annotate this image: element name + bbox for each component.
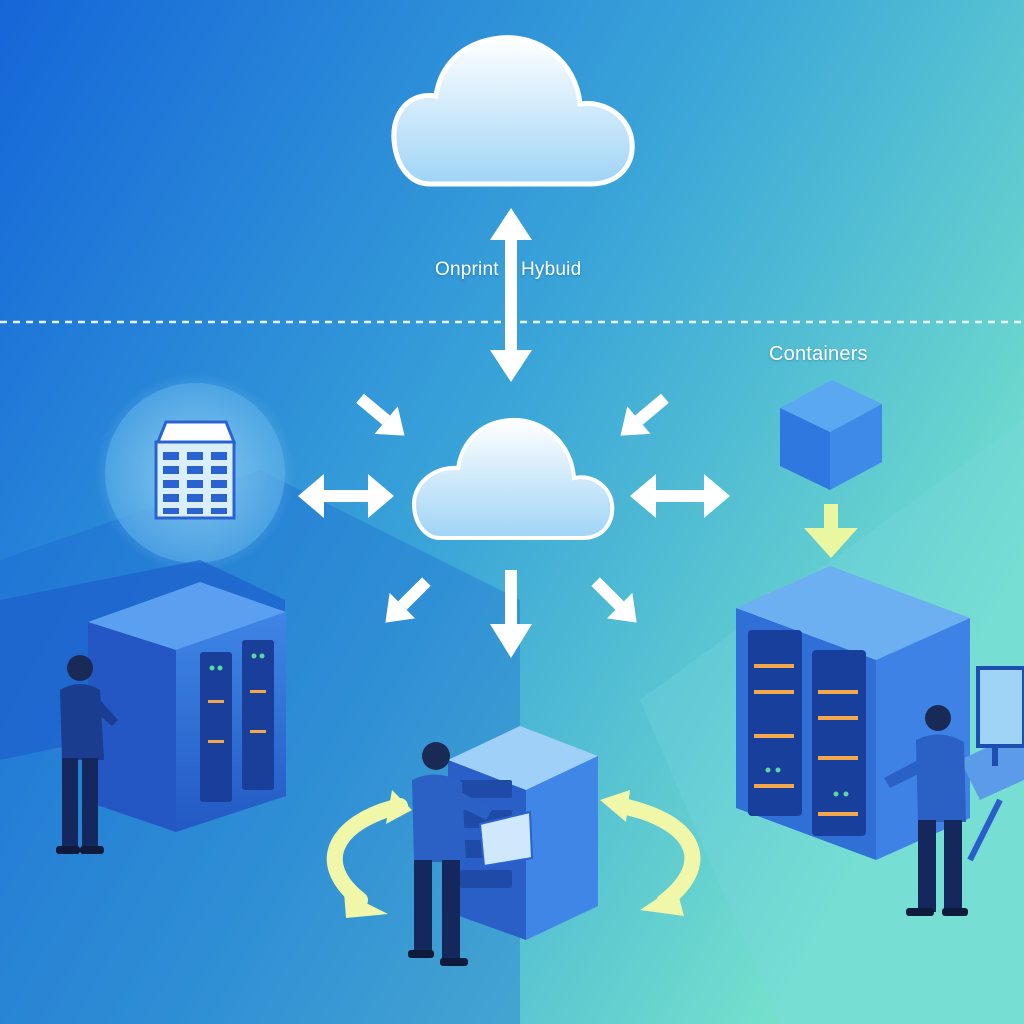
arrow-right-double-icon bbox=[630, 474, 730, 518]
arrow-out-bottom-left-icon bbox=[385, 577, 431, 623]
cloud-link-label-left: Onprint bbox=[435, 259, 499, 280]
storage-node bbox=[95, 373, 295, 573]
cycle-arrow-right-icon bbox=[614, 798, 701, 910]
arrow-left-double-icon bbox=[298, 474, 394, 518]
person-center bbox=[408, 742, 534, 966]
workstation-monitor bbox=[960, 666, 1024, 862]
cycle-arrow-left-icon bbox=[326, 798, 408, 908]
arrow-out-bottom-right-icon bbox=[591, 577, 637, 623]
person-right bbox=[884, 705, 968, 916]
arrow-in-top-right-icon bbox=[620, 393, 669, 436]
server-rack-icon bbox=[154, 420, 237, 520]
cycle-arrow-right-head-bottom-icon bbox=[640, 886, 684, 916]
container-cube-icon bbox=[780, 380, 882, 490]
vertical-double-arrow-icon bbox=[490, 208, 532, 382]
cycle-arrow-right-head-top-icon bbox=[600, 790, 630, 822]
containers-label: Containers bbox=[769, 343, 868, 365]
center-cloud-icon bbox=[411, 417, 615, 540]
top-cloud-icon bbox=[391, 35, 635, 187]
arrow-in-top-left-icon bbox=[356, 393, 405, 436]
cycle-arrow-left-head-top-icon bbox=[386, 790, 412, 824]
cycle-arrow-left-head-bottom-icon bbox=[344, 892, 388, 918]
cloud-link-label-right: Hybuid bbox=[521, 259, 582, 280]
person-left bbox=[56, 655, 118, 854]
left-server-racks bbox=[0, 560, 286, 832]
arrow-out-down-icon bbox=[490, 570, 532, 658]
container-down-arrow-icon bbox=[804, 504, 858, 558]
